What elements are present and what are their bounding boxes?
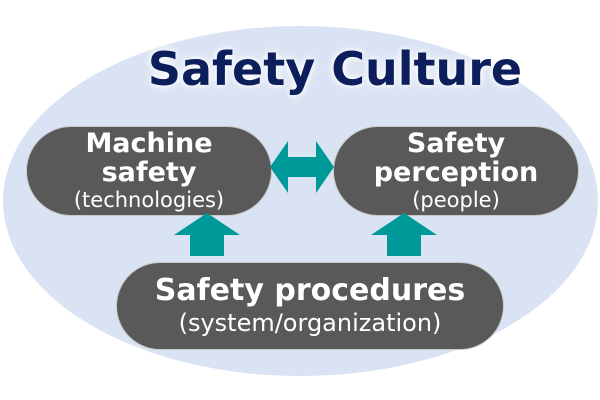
- up-arrow-icon: [371, 213, 437, 256]
- node-label: Machine: [85, 128, 213, 159]
- node-sublabel: (system/organization): [178, 309, 442, 337]
- node-label: Safety procedures: [154, 273, 466, 308]
- node-sublabel: (technologies): [73, 188, 225, 212]
- up-arrow-icon: [174, 213, 240, 256]
- double-arrow-icon: [270, 141, 334, 193]
- node-label: Safety: [406, 128, 506, 159]
- node-label: perception: [373, 157, 539, 188]
- safety-perception-node: Safety perception (people): [333, 126, 579, 216]
- machine-safety-node: Machine safety (technologies): [26, 126, 272, 216]
- node-label: safety: [101, 157, 197, 188]
- diagram-title: Safety Culture: [147, 42, 523, 96]
- safety-procedures-node: Safety procedures (system/organization): [116, 262, 504, 350]
- node-sublabel: (people): [412, 188, 500, 212]
